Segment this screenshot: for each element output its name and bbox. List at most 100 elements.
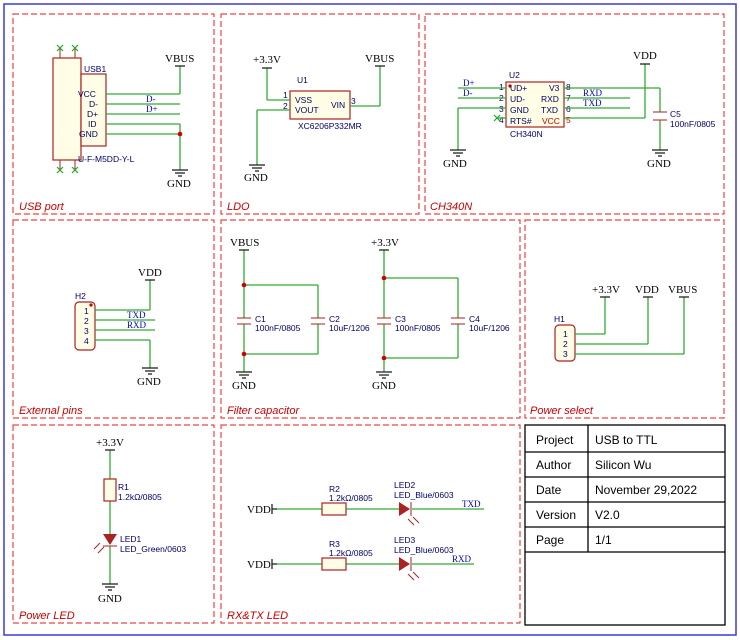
r1-ref: R1 [118, 482, 129, 492]
h2-header: H2 1 2 3 4 [74, 291, 96, 351]
usb-vbus-label: VBUS [165, 53, 194, 65]
ext-wires [95, 280, 155, 368]
ch340n-pin-v3: V3 [549, 83, 560, 93]
rxtx-net-rxd: RXD [452, 554, 472, 564]
led2-value: LED_Blue/0603 [394, 490, 454, 500]
rxtx-vdd-label-1: VDD [247, 504, 271, 516]
ldo-gnd-symbol [249, 164, 265, 172]
ext-net-rxd: RXD [127, 320, 147, 330]
ldo-pin-num-3: 3 [351, 96, 356, 106]
filter-cap-plates [237, 317, 465, 325]
h2-num-3: 3 [84, 326, 89, 336]
h2-num-4: 4 [84, 336, 89, 346]
ldo-v33-label: +3.3V [253, 54, 281, 66]
psel-vdd-label: VDD [635, 284, 659, 296]
ldo-regulator: U1 XC6206P332MR VSS VOUT VIN 1 2 3 [283, 75, 362, 131]
ch340n-net-txd: TXD [583, 98, 602, 108]
filter-gnd-label-1: GND [232, 380, 256, 392]
h1-header: H1 1 2 3 [554, 314, 576, 362]
ch340n-num-8: 8 [566, 82, 571, 92]
h2-num-2: 2 [84, 316, 89, 326]
h2-body [74, 301, 96, 351]
panel-title-power-select: Power select [530, 405, 594, 417]
usb-wires [106, 66, 181, 170]
r3-ref: R3 [329, 539, 340, 549]
pled-gnd-symbol [102, 583, 118, 591]
usb-connector: USB1 U-F-M5DD-Y-L VCC D- D+ ID GND [52, 44, 135, 174]
filter-vbus-label: VBUS [230, 237, 259, 249]
panel-borders [12, 13, 725, 624]
tb-project-label: Project [536, 433, 574, 447]
ch340n-pin1-dot [508, 84, 512, 88]
usb-gnd-label: GND [167, 178, 191, 190]
filter-v33-label: +3.3V [371, 237, 399, 249]
sheet-frame [3, 3, 737, 636]
usb-pin-gnd: GND [79, 129, 98, 139]
h1-body [554, 324, 576, 362]
ch340n-pin-rts: RTS# [510, 116, 532, 126]
led2-ref: LED2 [394, 480, 416, 490]
h1-num-3: 3 [563, 349, 568, 359]
led3-ref: LED3 [394, 535, 416, 545]
h1-ref: H1 [554, 314, 565, 324]
panel-title-rx-tx-led: RX&TX LED [227, 610, 288, 622]
ch340n-gnd-label-left: GND [443, 158, 467, 170]
r3-value: 1.2kΩ/0805 [329, 548, 373, 558]
tb-project-value: USB to TTL [595, 433, 658, 447]
tb-author-value: Silicon Wu [595, 458, 651, 472]
c2-ref: C2 [329, 314, 340, 324]
ch340n-rts-no-connect [493, 114, 501, 122]
ch340n-num-6: 6 [566, 104, 571, 114]
ch340n-num-4: 4 [499, 115, 504, 125]
tb-page-value: 1/1 [595, 533, 612, 547]
r2-ref: R2 [329, 484, 340, 494]
panel-title-ch340n: CH340N [430, 201, 472, 213]
usb-pin-dp: D+ [87, 109, 98, 119]
usb-gnd-symbol [172, 169, 188, 177]
ch340n-net-rxd: RXD [583, 88, 603, 98]
panel-title-power-led: Power LED [19, 610, 75, 622]
ldo-pin-num-1: 1 [283, 90, 288, 100]
psel-vbus-label: VBUS [668, 284, 697, 296]
c5-value: 100nF/0805 [670, 119, 716, 129]
ch340n-pin-gnd: GND [510, 105, 529, 115]
ext-gnd-label: GND [137, 376, 161, 388]
title-block: Project USB to TTL Author Silicon Wu Dat… [524, 424, 726, 626]
ch340n-chip: U2 CH340N UD+ UD- GND RTS# V3 RXD TXD VC… [499, 70, 571, 139]
usb-pin-dm: D- [89, 99, 98, 109]
filter-gnd-symbol-2 [376, 371, 392, 379]
tb-date-label: Date [536, 483, 562, 497]
tb-date-value: November 29,2022 [595, 483, 697, 497]
ldo-part: XC6206P332MR [298, 121, 362, 131]
c3-value: 100nF/0805 [395, 323, 441, 333]
led2-diode [399, 502, 420, 526]
tb-version-value: V2.0 [595, 508, 620, 522]
led1-diode [93, 534, 117, 554]
ch340n-pin-udm: UD- [510, 94, 525, 104]
ch340n-body [505, 81, 565, 128]
ch340n-gnd-symbol-right [652, 149, 668, 157]
c3-ref: C3 [395, 314, 406, 324]
filter-gnd-symbol-1 [236, 371, 252, 379]
ldo-pin-vin: VIN [331, 100, 345, 110]
usb-gnd-junction [177, 131, 183, 137]
usb-no-connect-marks [56, 44, 79, 174]
tb-author-label: Author [536, 458, 571, 472]
ext-gnd-symbol [142, 367, 158, 375]
ch340n-pin-txd: TXD [541, 105, 558, 115]
ch340n-net-dm: D- [463, 88, 473, 98]
r1-resistor [103, 478, 117, 502]
ch340n-gnd-label-right: GND [647, 158, 671, 170]
tb-version-label: Version [536, 508, 576, 522]
ldo-pin-vss: VSS [295, 95, 312, 105]
r1-value: 1.2kΩ/0805 [118, 492, 162, 502]
h1-num-1: 1 [563, 329, 568, 339]
filter-wires [243, 250, 459, 372]
ldo-body [289, 90, 351, 120]
ch340n-num-1: 1 [499, 82, 504, 92]
pled-gnd-label: GND [98, 593, 122, 605]
usb-ref: USB1 [84, 64, 106, 74]
led1-value: LED_Green/0603 [120, 544, 186, 554]
h1-num-2: 2 [563, 339, 568, 349]
